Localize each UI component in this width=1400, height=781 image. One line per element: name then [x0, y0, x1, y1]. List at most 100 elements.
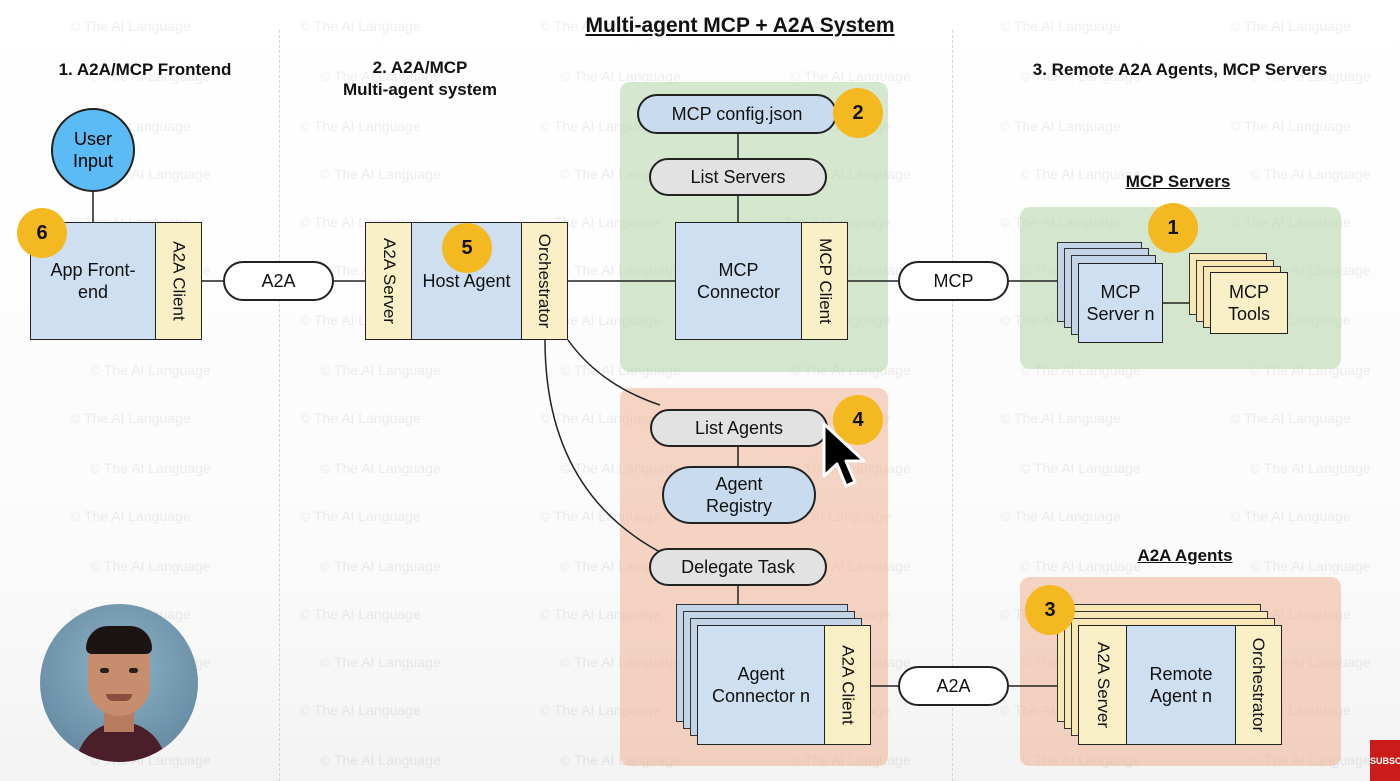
- remote-a2a-server-box: A2A Server: [1078, 625, 1127, 745]
- watermark-text: © The AI Language: [1020, 166, 1141, 182]
- watermark-text: © The AI Language: [1000, 18, 1121, 34]
- agent-registry-label-1: Agent: [715, 474, 763, 494]
- watermark-text: © The AI Language: [90, 460, 211, 476]
- step-badge-2: 2: [833, 88, 883, 138]
- watermark-text: © The AI Language: [540, 18, 661, 34]
- section-remote-heading: 3. Remote A2A Agents, MCP Servers: [1032, 60, 1328, 79]
- remote-a2a-server-label: A2A Server: [1093, 642, 1113, 728]
- watermark-text: © The AI Language: [70, 18, 191, 34]
- host-orchestrator-box: Orchestrator: [521, 222, 568, 340]
- host-agent-label: Host Agent: [422, 271, 511, 291]
- remote-agent-label-1: Remote: [1149, 664, 1213, 684]
- presenter-hair: [86, 626, 152, 654]
- agent-connector-label-1: Agent: [737, 664, 785, 684]
- watermark-text: © The AI Language: [320, 558, 441, 574]
- watermark-text: © The AI Language: [1020, 558, 1141, 574]
- presenter-eye-right: [129, 668, 138, 673]
- watermark-text: © The AI Language: [1020, 460, 1141, 476]
- host-orchestrator-label: Orchestrator: [535, 233, 555, 329]
- presenter-neck: [104, 710, 134, 732]
- step-badge-6: 6: [17, 208, 67, 258]
- presenter-webcam: [40, 604, 198, 762]
- subscribe-label: SUBSCR: [1370, 755, 1400, 766]
- mcp-protocol-pill: MCP: [898, 261, 1009, 301]
- a2a-agents-subheading: A2A Agents: [1137, 546, 1233, 565]
- agent-connector-label-2: Connector n: [711, 686, 811, 706]
- mcp-tools-label-2: Tools: [1227, 304, 1271, 324]
- list-agents-pill: List Agents: [650, 409, 828, 447]
- watermark-text: © The AI Language: [70, 410, 191, 426]
- presenter-mouth: [106, 694, 132, 701]
- mcp-config-pill: MCP config.json: [637, 94, 837, 134]
- watermark-text: © The AI Language: [300, 410, 421, 426]
- list-servers-pill: List Servers: [649, 158, 827, 196]
- watermark-text: © The AI Language: [1230, 508, 1351, 524]
- remote-agent-box: Remote Agent n: [1126, 625, 1236, 745]
- watermark-text: © The AI Language: [300, 606, 421, 622]
- watermark-text: © The AI Language: [70, 508, 191, 524]
- remote-orchestrator-label: Orchestrator: [1249, 637, 1269, 733]
- remote-orchestrator-box: Orchestrator: [1235, 625, 1282, 745]
- section-divider-1: [279, 30, 280, 781]
- a2a-protocol-pill-left: A2A: [223, 261, 334, 301]
- mcp-connector-label-2: Connector: [696, 282, 781, 302]
- watermark-text: © The AI Language: [300, 702, 421, 718]
- subscribe-button[interactable]: SUBSCR: [1370, 740, 1400, 781]
- watermark-text: © The AI Language: [1230, 118, 1351, 134]
- watermark-text: © The AI Language: [1000, 508, 1121, 524]
- watermark-text: © The AI Language: [1250, 166, 1371, 182]
- watermark-text: © The AI Language: [790, 68, 911, 84]
- user-input-node: User Input: [51, 108, 135, 192]
- mcp-server-box: MCP Server n: [1078, 263, 1163, 343]
- watermark-text: © The AI Language: [90, 68, 211, 84]
- user-input-label-1: User: [73, 129, 112, 149]
- watermark-text: © The AI Language: [320, 460, 441, 476]
- remote-agent-label-2: Agent n: [1149, 686, 1213, 706]
- watermark-text: © The AI Language: [90, 362, 211, 378]
- host-a2a-server-box: A2A Server: [365, 222, 412, 340]
- section-system-heading-line1: 2. A2A/MCP: [372, 58, 468, 77]
- watermark-text: © The AI Language: [1230, 18, 1351, 34]
- mcp-tools-label-1: MCP: [1229, 282, 1269, 302]
- watermark-text: © The AI Language: [1250, 558, 1371, 574]
- watermark-text: © The AI Language: [320, 362, 441, 378]
- section-frontend-heading: 1. A2A/MCP Frontend: [58, 60, 232, 79]
- step-badge-4: 4: [833, 395, 883, 445]
- a2a-protocol-pill-right: A2A: [898, 666, 1009, 706]
- delegate-task-label: Delegate Task: [681, 556, 795, 577]
- watermark-text: © The AI Language: [90, 558, 211, 574]
- agent-registry-label-2: Registry: [705, 496, 772, 516]
- step-badge-1: 1: [1148, 203, 1198, 253]
- mcp-servers-subheading: MCP Servers: [1125, 172, 1231, 191]
- watermark-text: © The AI Language: [1230, 410, 1351, 426]
- section-divider-2: [952, 30, 953, 781]
- app-frontend-label-2: end: [77, 282, 109, 302]
- watermark-text: © The AI Language: [300, 18, 421, 34]
- watermark-text: © The AI Language: [320, 654, 441, 670]
- step-badge-5: 5: [442, 223, 492, 273]
- app-frontend-label-1: App Front-: [50, 260, 136, 280]
- step-badge-3: 3: [1025, 585, 1075, 635]
- a2a-pill-right-label: A2A: [936, 675, 971, 696]
- watermark-text: © The AI Language: [1250, 68, 1371, 84]
- agent-connector-box: Agent Connector n: [697, 625, 825, 745]
- list-agents-label: List Agents: [694, 417, 784, 438]
- list-servers-label: List Servers: [690, 166, 786, 187]
- watermark-text: © The AI Language: [300, 118, 421, 134]
- mcp-connector-box: MCP Connector: [675, 222, 802, 340]
- a2a-pill-left-label: A2A: [261, 270, 296, 291]
- watermark-text: © The AI Language: [770, 18, 891, 34]
- frontend-a2a-client-label: A2A Client: [169, 241, 189, 321]
- watermark-text: © The AI Language: [1250, 460, 1371, 476]
- watermark-text: © The AI Language: [1000, 118, 1121, 134]
- watermark-text: © The AI Language: [320, 68, 441, 84]
- host-a2a-server-label: A2A Server: [379, 238, 399, 324]
- user-input-label-2: Input: [72, 151, 114, 171]
- agent-registry-pill: Agent Registry: [662, 466, 816, 524]
- diagram-title: Multi-agent MCP + A2A System: [585, 14, 895, 37]
- mouse-pointer-icon: [822, 422, 866, 488]
- mcp-tools-box: MCP Tools: [1210, 272, 1288, 334]
- presenter-eye-left: [100, 668, 109, 673]
- watermark-text: © The AI Language: [320, 752, 441, 768]
